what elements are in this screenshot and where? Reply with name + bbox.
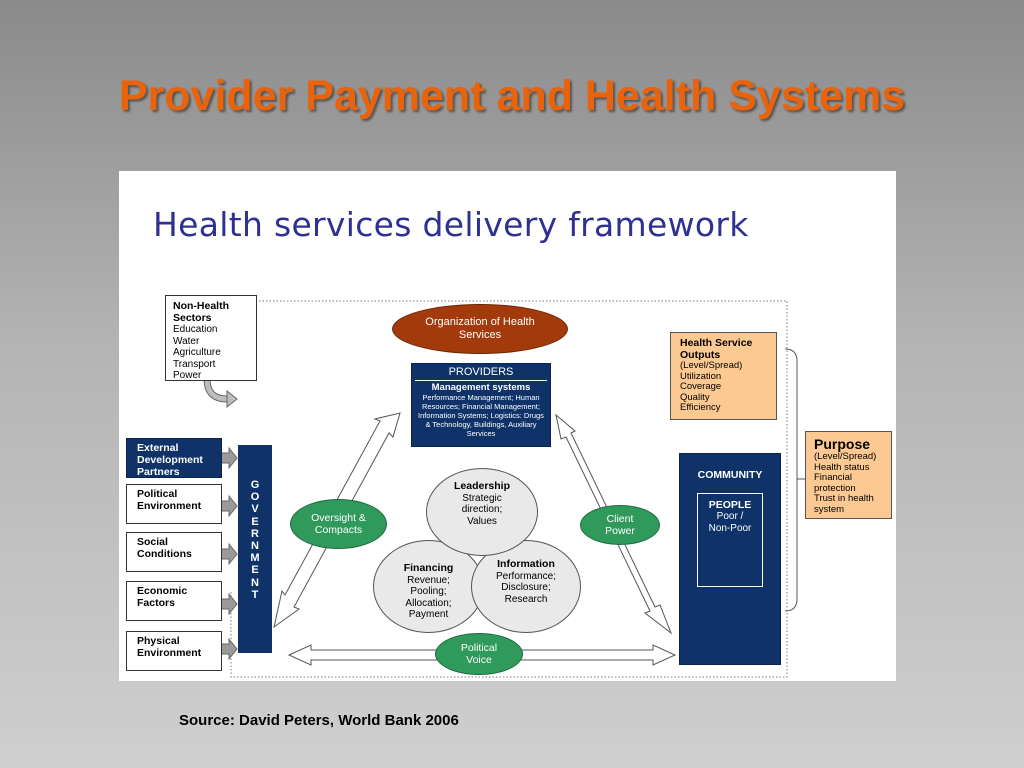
source-citation: Source: David Peters, World Bank 2006 — [179, 712, 459, 729]
financing-text: Revenue; Pooling; Allocation; Payment — [405, 574, 452, 621]
diagram-panel: Health services delivery framework — [119, 171, 896, 681]
information-title: Information — [497, 558, 555, 570]
client-power-oval: Client Power — [580, 505, 660, 545]
community-label: COMMUNITY — [697, 469, 763, 481]
financing-circle: Financing Revenue; Pooling; Allocation; … — [373, 540, 484, 633]
economic-factors-box: Economic Factors — [126, 581, 222, 621]
government-letter: T — [251, 588, 259, 601]
leadership-circle: Leadership Strategic direction; Values — [426, 468, 538, 556]
people-text: Poor / Non-Poor — [708, 511, 752, 534]
non-health-item: Agriculture — [173, 347, 221, 358]
outputs-item: Efficiency — [680, 402, 721, 413]
management-systems-text: Performance Management; Human Resources;… — [418, 393, 544, 438]
government-letter: E — [251, 564, 259, 577]
client-power-label: Client Power — [605, 513, 635, 537]
purpose-box: Purpose (Level/Spread) Health status Fin… — [805, 431, 892, 519]
government-letter: R — [251, 527, 259, 540]
non-health-item: Transport — [173, 358, 216, 370]
providers-box: PROVIDERS Management systems Performance… — [411, 363, 551, 447]
government-letter: G — [250, 479, 260, 491]
non-health-item: Water — [173, 335, 200, 347]
factor-label: Economic Factors — [137, 585, 188, 609]
government-letter: E — [251, 515, 259, 528]
purpose-item: Financial protection — [814, 472, 856, 494]
information-circle: Information Performance; Disclosure; Res… — [471, 540, 581, 633]
slide-title: Provider Payment and Health Systems — [118, 72, 906, 120]
people-title: PEOPLE — [708, 499, 752, 511]
oversight-oval: Oversight & Compacts — [290, 499, 387, 549]
factor-label: External Development Partners — [137, 442, 203, 478]
leadership-text: Strategic direction; Values — [461, 492, 503, 527]
non-health-item: Power — [173, 370, 202, 381]
outputs-item: Coverage — [680, 381, 722, 392]
factor-label: Political Environment — [137, 488, 202, 512]
non-health-item: Education — [173, 324, 218, 335]
purpose-item: (Level/Spread) — [814, 451, 877, 462]
health-service-outputs-box: Health Service Outputs (Level/Spread) Ut… — [670, 332, 777, 420]
information-text: Performance; Disclosure; Research — [495, 570, 557, 605]
factor-label: Social Conditions — [137, 536, 192, 560]
factor-label: Physical Environment — [137, 635, 202, 659]
physical-environment-box: Physical Environment — [126, 631, 222, 671]
outputs-title: Health Service Outputs — [680, 337, 753, 361]
purpose-item: Trust in health system — [814, 493, 874, 515]
oversight-label: Oversight & Compacts — [311, 512, 366, 536]
leadership-title: Leadership — [453, 480, 511, 492]
outputs-item: (Level/Spread) — [680, 360, 743, 371]
purpose-title: Purpose — [814, 436, 871, 452]
social-conditions-box: Social Conditions — [126, 532, 222, 572]
organization-oval: Organization of Health Services — [392, 304, 568, 354]
government-letter: N — [251, 576, 259, 589]
providers-label: PROVIDERS — [448, 366, 514, 378]
government-letter: N — [251, 540, 259, 553]
financing-title: Financing — [403, 562, 454, 574]
political-environment-box: Political Environment — [126, 484, 222, 524]
diagram-title: Health services delivery framework — [153, 205, 749, 244]
purpose-item: Health status — [814, 461, 870, 473]
government-letter: M — [250, 552, 260, 565]
outputs-item: Utilization — [680, 370, 722, 382]
management-systems-title: Management systems — [431, 382, 531, 393]
non-health-heading: Non-Health Sectors — [173, 300, 229, 324]
government-letter: V — [251, 503, 259, 516]
outputs-item: Quality — [680, 391, 710, 403]
government-bar: G O V E R N M E N T — [238, 445, 272, 653]
organization-label: Organization of Health Services — [425, 316, 535, 341]
political-voice-label: Political Voice — [460, 642, 498, 666]
political-voice-oval: Political Voice — [435, 633, 523, 675]
non-health-sectors-box: Non-Health Sectors Education Water Agric… — [165, 295, 257, 381]
external-partners-box: External Development Partners — [126, 438, 222, 478]
government-letter: O — [250, 491, 260, 504]
community-box: COMMUNITY PEOPLE Poor / Non-Poor — [679, 453, 781, 665]
